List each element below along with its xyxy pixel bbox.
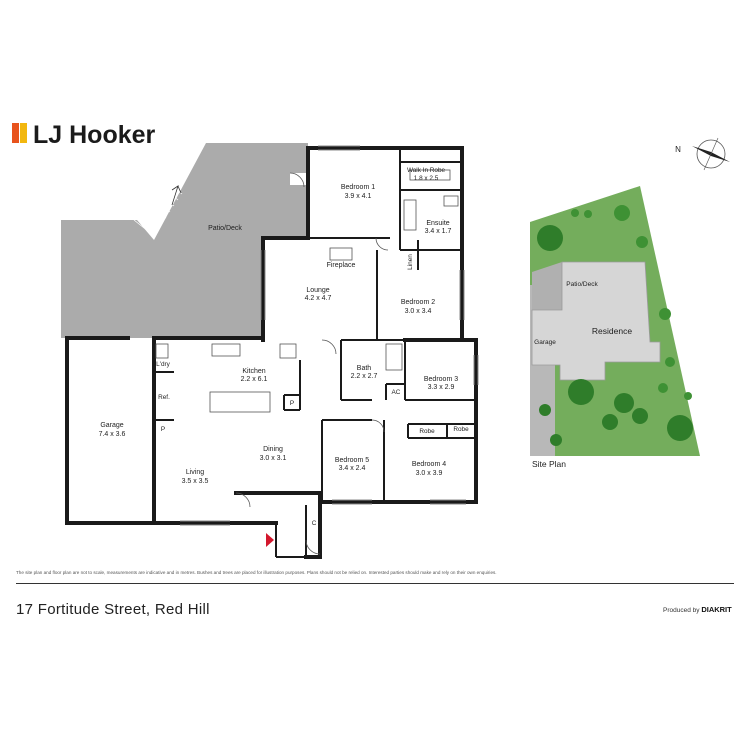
brand-name: LJ Hooker bbox=[33, 121, 156, 149]
property-address: 17 Fortitude Street, Red Hill bbox=[16, 601, 210, 618]
garage-label: Garage bbox=[100, 422, 123, 429]
bedroom4-size: 3.0 x 3.9 bbox=[416, 470, 443, 477]
dining-label: Dining bbox=[263, 446, 283, 453]
walkin-robe-label: Walk In Robe bbox=[407, 167, 446, 174]
brand-logo: LJ Hooker bbox=[12, 121, 156, 149]
fridge-label: Ref. bbox=[158, 394, 170, 401]
ensuite-label: Ensuite bbox=[426, 220, 449, 227]
bedroom3-size: 3.3 x 2.9 bbox=[428, 384, 455, 391]
site-patio-label: Patio/Deck bbox=[566, 281, 598, 288]
garage-size: 7.4 x 3.6 bbox=[99, 431, 126, 438]
site-plan-title: Site Plan bbox=[532, 459, 566, 469]
kitchen-size: 2.2 x 6.1 bbox=[241, 376, 268, 383]
bedroom1-size: 3.9 x 4.1 bbox=[345, 193, 372, 200]
bedroom2-size: 3.0 x 3.4 bbox=[405, 308, 432, 315]
fireplace-label: Fireplace bbox=[327, 262, 356, 269]
robe-label-1: Robe bbox=[419, 428, 435, 435]
lounge-size: 4.2 x 4.7 bbox=[305, 295, 332, 302]
site-residence-roof bbox=[531, 261, 661, 381]
dining-size: 3.0 x 3.1 bbox=[260, 455, 287, 462]
site-residence-label: Residence bbox=[592, 326, 632, 336]
patio-label: Patio/Deck bbox=[208, 225, 242, 232]
disclaimer-text: The site plan and floor plan are not to … bbox=[16, 570, 497, 575]
room-labels: Patio/Deck Bedroom 1 3.9 x 4.1 Walk In R… bbox=[99, 167, 470, 527]
bedroom3-label: Bedroom 3 bbox=[424, 376, 458, 383]
site-shrubs bbox=[571, 205, 692, 400]
windows bbox=[180, 145, 479, 526]
closet-label: C bbox=[312, 520, 317, 527]
site-plan: Patio/Deck Residence Garage Site Plan bbox=[530, 186, 700, 469]
compass-north-label: N bbox=[675, 145, 681, 154]
pantry-label-kitchen: P bbox=[290, 400, 294, 407]
pantry-label-left: P bbox=[161, 426, 165, 433]
producer-name: DIAKRIT bbox=[701, 605, 732, 614]
ac-label: AC bbox=[392, 389, 401, 396]
ensuite-size: 3.4 x 1.7 bbox=[425, 228, 452, 235]
deck-stairs bbox=[133, 177, 183, 237]
logo-bar-yellow bbox=[20, 123, 27, 143]
interior-walls bbox=[154, 148, 476, 558]
lounge-label: Lounge bbox=[306, 287, 329, 294]
entry-marker-icon bbox=[266, 533, 274, 547]
fixtures bbox=[155, 169, 459, 555]
walkin-robe-size: 1.8 x 2.5 bbox=[414, 175, 439, 182]
divider bbox=[16, 583, 734, 584]
patio-deck-area bbox=[61, 143, 308, 338]
site-trees bbox=[537, 225, 693, 446]
bath-size: 2.2 x 2.7 bbox=[351, 373, 378, 380]
site-garage-label: Garage bbox=[534, 339, 556, 346]
bedroom5-size: 3.4 x 2.4 bbox=[339, 465, 366, 472]
producer-credit: Produced by DIAKRIT bbox=[663, 605, 732, 614]
laundry-label: L'dry bbox=[156, 361, 170, 368]
kitchen-label: Kitchen bbox=[242, 368, 265, 375]
bedroom5-label: Bedroom 5 bbox=[335, 457, 369, 464]
bedroom1-label: Bedroom 1 bbox=[341, 184, 375, 191]
living-label: Living bbox=[186, 469, 204, 476]
linen-label: Linen bbox=[407, 254, 414, 270]
bedroom4-label: Bedroom 4 bbox=[412, 461, 446, 468]
bedroom2-label: Bedroom 2 bbox=[401, 299, 435, 306]
compass-icon: N bbox=[675, 137, 730, 171]
producer-prefix: Produced by bbox=[663, 607, 700, 614]
robe-label-2: Robe bbox=[453, 426, 469, 433]
bath-label: Bath bbox=[357, 365, 372, 372]
logo-bar-orange bbox=[12, 123, 19, 143]
living-size: 3.5 x 3.5 bbox=[182, 478, 209, 485]
